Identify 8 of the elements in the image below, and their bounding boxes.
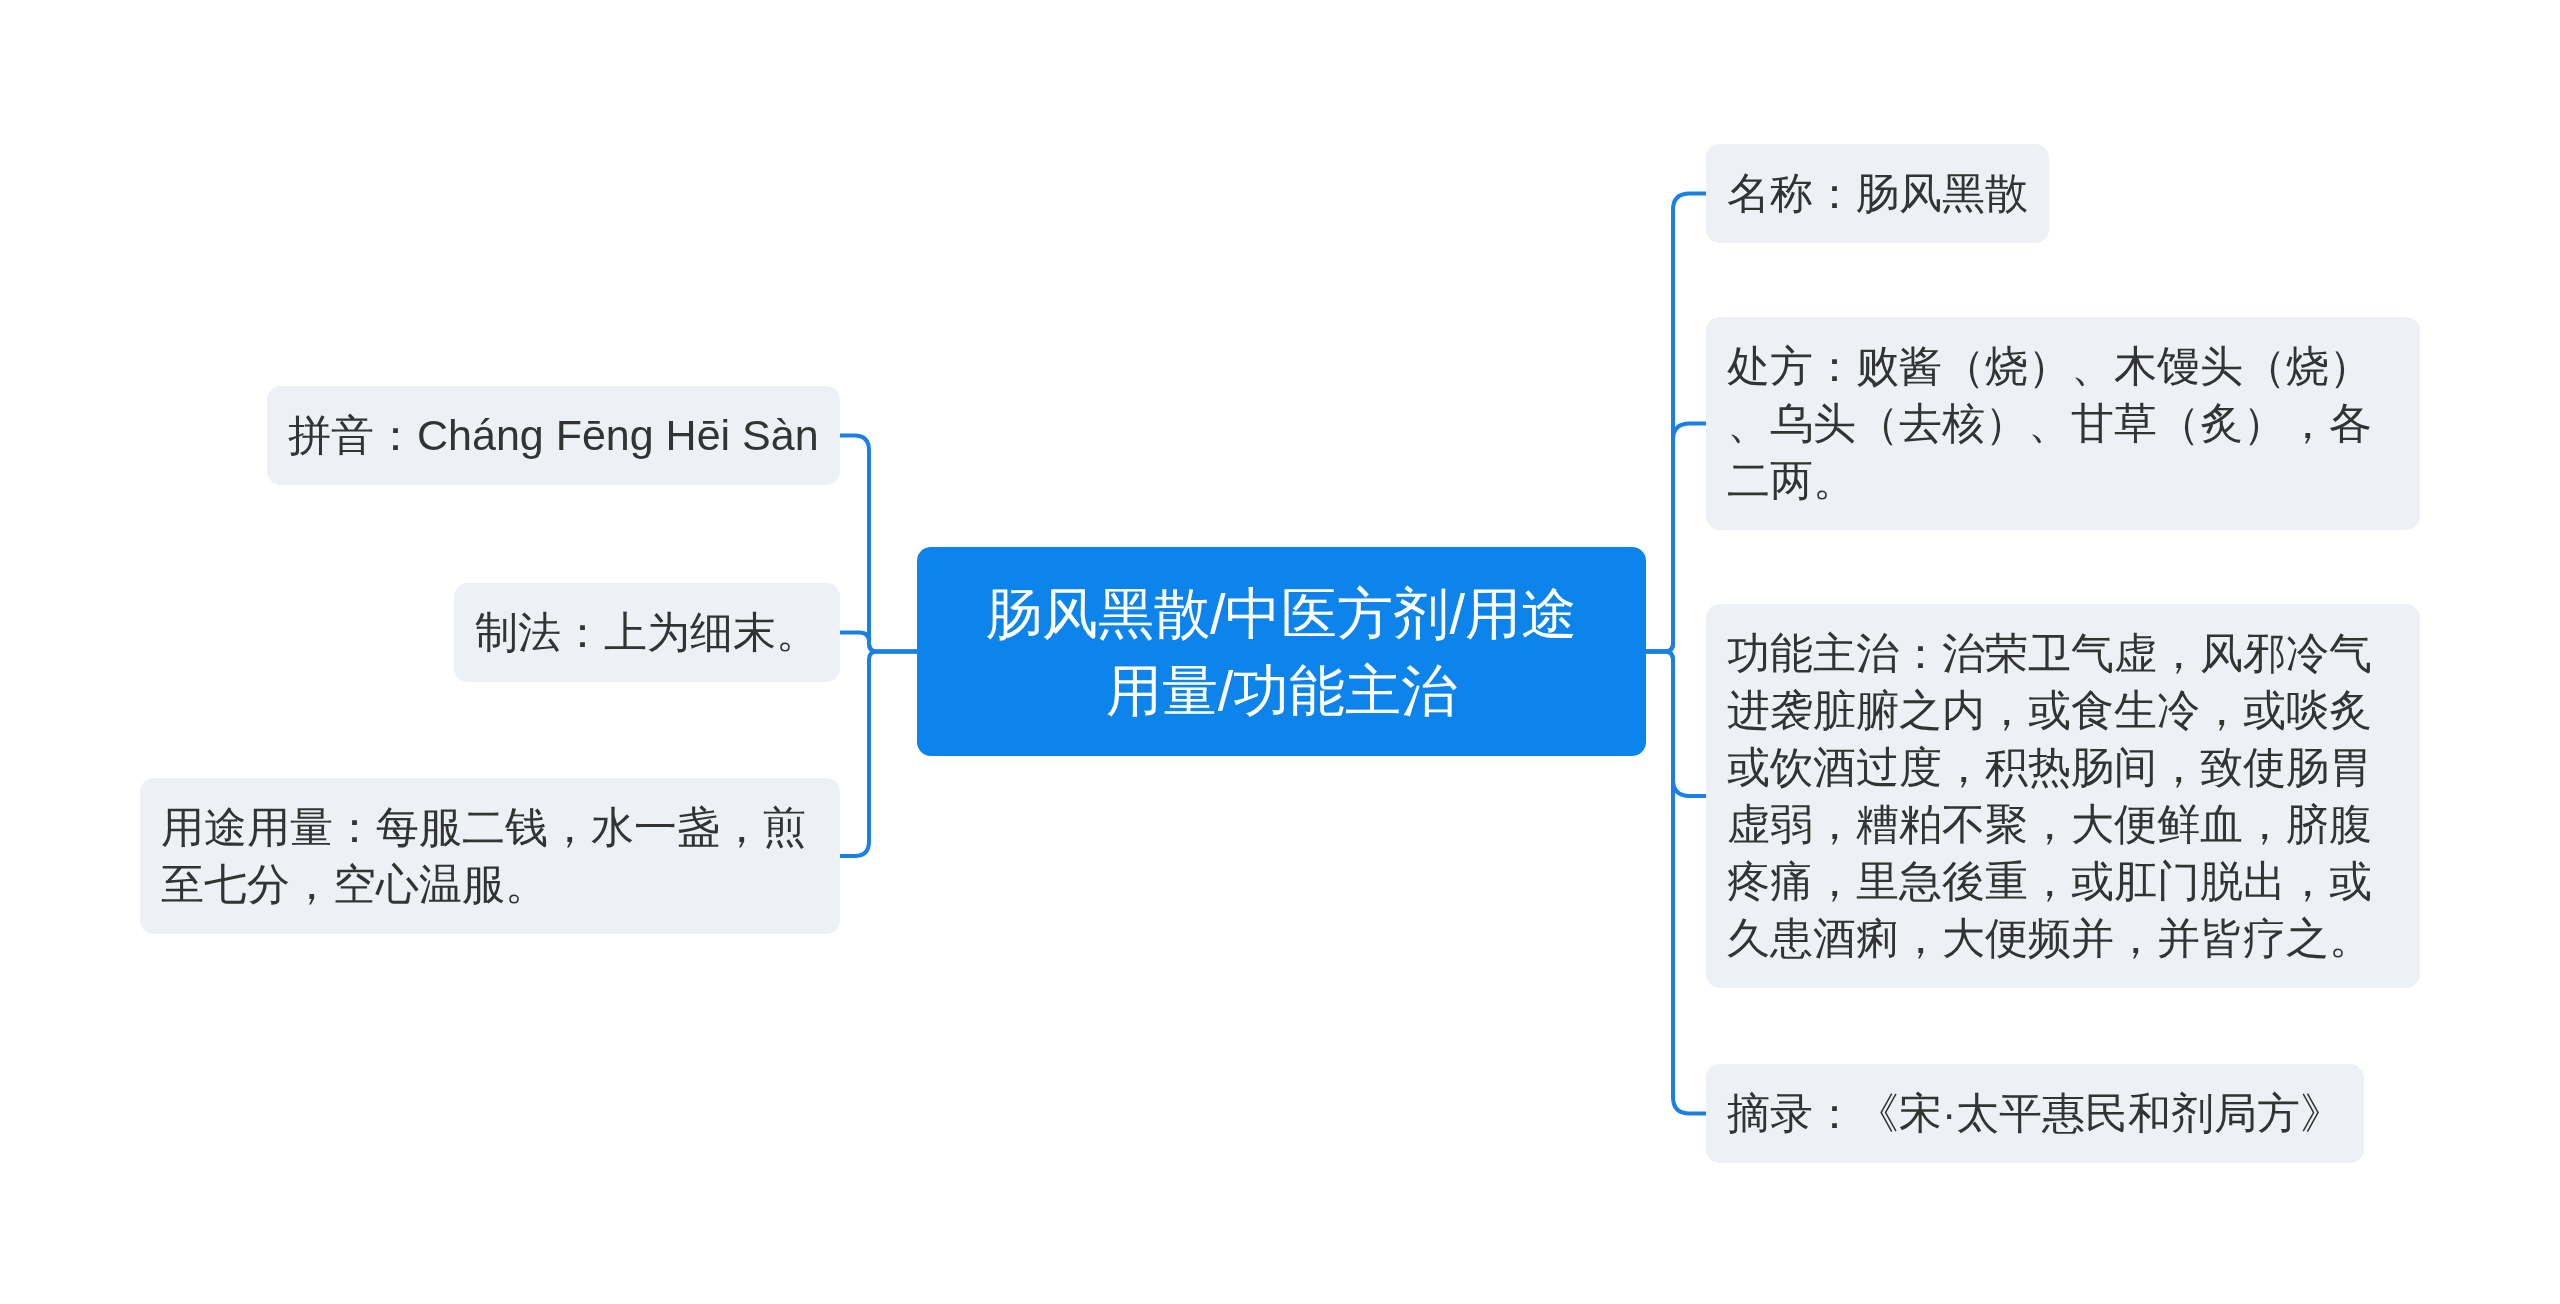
topic-box: 摘录：《宋·太平惠民和剂局方》 [1706,1064,2365,1163]
topic-box: 制法：上为细末。 [454,583,840,682]
topic-box: 用途用量：每服二钱，水一盏，煎至七分，空心温服。 [140,778,840,934]
topic-box: 功能主治：治荣卫气虚，风邪冷气进袭脏腑之内，或食生冷，或啖炙或饮酒过度，积热肠间，致使肠胃虚弱，糟粕不聚，大便鲜血，脐腹疼痛，里急後重，或肛门脱出，或久患酒痢，大便频并，并皆疗之。 [1706,604,2420,988]
topic-box: 拼音：Cháng Fēng Hēi Sàn [267,386,840,485]
topic-box: 处方：败酱（烧）、木馒头（烧）、乌头（去核）、甘草（炙），各二两。 [1706,317,2420,530]
topic-box: 名称：肠风黑散 [1706,144,2049,243]
central-topic-box: 肠风黑散/中医方剂/用途用量/功能主治 [917,547,1646,756]
